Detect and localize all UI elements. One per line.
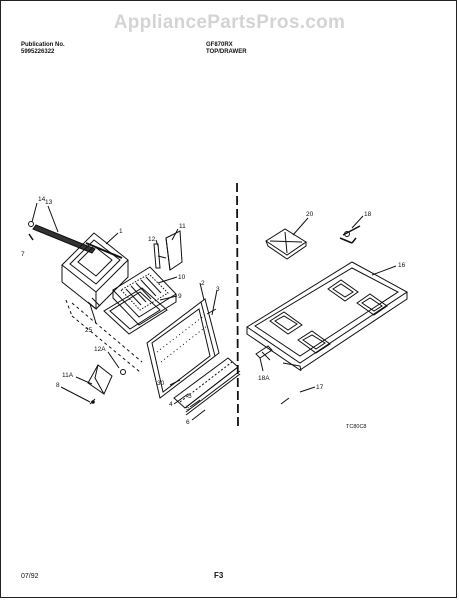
- model-number: GF870RX: [206, 42, 233, 48]
- burner-opening: [356, 293, 388, 316]
- callout-11: 11: [179, 223, 186, 230]
- divider-line: [236, 182, 239, 429]
- callout-6: 6: [186, 419, 190, 426]
- drawing-code: TC80C8: [346, 424, 366, 430]
- callout-18a: 18A: [258, 375, 270, 382]
- publication-label: Publication No.: [21, 42, 65, 48]
- callout-18: 18: [364, 211, 372, 218]
- callout-30: 30: [157, 380, 165, 387]
- model-block: GF870RX TOP/DRAWER: [206, 42, 247, 56]
- callout-8: 8: [56, 382, 60, 389]
- callout-11a: 11A: [62, 372, 74, 379]
- rail-part: [32, 224, 96, 254]
- callout-5: 5: [186, 405, 190, 412]
- watermark: AppliancePartsPros.com: [113, 12, 346, 33]
- callout-labels: 14 13 7 1 12 11 10 9 2 3 25 12A 11A 8 30…: [21, 196, 406, 430]
- publication-number: 5995226322: [21, 49, 55, 55]
- callout-10: 10: [178, 274, 186, 281]
- callout-5b: 5: [188, 393, 192, 400]
- callout-16: 16: [398, 262, 406, 269]
- callout-1: 1: [119, 228, 123, 235]
- callout-20: 20: [306, 211, 314, 218]
- burner-opening: [327, 279, 359, 302]
- publication-block: Publication No. 5995226322: [21, 42, 65, 56]
- clip-part: [28, 221, 34, 227]
- footer-date: 07/92: [21, 573, 39, 580]
- callout-2: 2: [201, 280, 205, 287]
- callout-4: 4: [169, 401, 173, 408]
- footer-page: F3: [214, 571, 224, 580]
- section-title: TOP/DRAWER: [206, 49, 247, 55]
- cooktop-panel: [246, 261, 408, 364]
- broiler-grid: [103, 287, 168, 335]
- callout-17: 17: [316, 384, 324, 391]
- callout-12: 12: [148, 236, 156, 243]
- callout-25: 25: [85, 327, 93, 334]
- callout-9: 9: [178, 293, 182, 300]
- callout-13: 13: [45, 199, 53, 206]
- callout-7: 7: [21, 251, 25, 258]
- burner-opening: [269, 311, 303, 335]
- burner-opening: [297, 330, 331, 354]
- callout-12a: 12A: [94, 346, 106, 353]
- drawer-bracket: [87, 364, 113, 395]
- callout-3: 3: [216, 286, 220, 293]
- callout-14: 14: [38, 196, 46, 203]
